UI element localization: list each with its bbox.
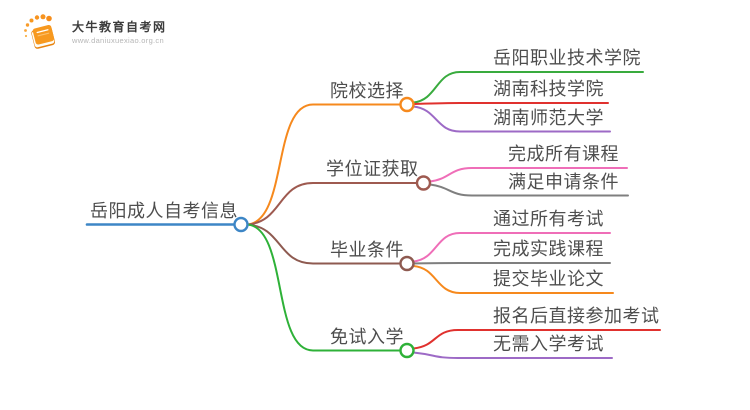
branch-label-1: 院校选择 [330, 81, 404, 101]
leaf-label-3-2: 完成实践课程 [493, 239, 604, 259]
connector-branch-1 [246, 103, 402, 226]
branch-4-node-circle [399, 342, 415, 359]
branch-3-node-circle [399, 255, 415, 272]
connector-leaf-3-2 [412, 262, 611, 265]
connector-branch-4 [246, 223, 402, 352]
connector-leaf-2-1 [429, 167, 628, 183]
connector-leaf-4-1 [412, 329, 661, 350]
connector-branch-2 [246, 182, 418, 226]
branch-1-node-circle [399, 96, 415, 113]
connector-leaf-4-2 [412, 351, 613, 359]
branch-label-4: 免试入学 [330, 327, 404, 347]
leaf-label-2-2: 满足申请条件 [508, 172, 619, 192]
root-node-circle [233, 216, 249, 233]
logo-url: www.daniuxuexiao.org.cn [72, 36, 164, 45]
root-node-label: 岳阳成人自考信息 [90, 201, 238, 221]
leaf-label-4-2: 无需入学考试 [493, 334, 604, 354]
logo-title: 大牛教育自考网 [72, 20, 167, 34]
connector-leaf-2-2 [429, 183, 629, 197]
site-logo: 大牛教育自考网 www.daniuxuexiao.org.cn [22, 13, 167, 53]
connector-leaf-1-1 [412, 71, 644, 104]
branch-label-2: 学位证获取 [326, 159, 419, 179]
branch-2-node-circle [415, 175, 432, 191]
leaf-label-1-2: 湖南科技学院 [493, 79, 604, 99]
connector-branch-3 [246, 223, 402, 265]
leaf-label-3-1: 通过所有考试 [493, 209, 604, 229]
leaf-label-4-1: 报名后直接参加考试 [493, 306, 660, 326]
connector-leaf-3-3 [412, 265, 614, 294]
leaf-label-1-1: 岳阳职业技术学院 [493, 48, 641, 68]
logo-text: 大牛教育自考网 www.daniuxuexiao.org.cn [72, 20, 167, 46]
leaf-label-2-1: 完成所有课程 [508, 144, 619, 164]
leaf-label-3-3: 提交毕业论文 [493, 269, 604, 289]
branch-label-3: 毕业条件 [330, 240, 404, 260]
connector-leaf-1-2 [412, 102, 609, 105]
connector-leaf-1-3 [412, 105, 611, 133]
book-with-sparkles-icon [24, 14, 56, 49]
leaf-label-1-3: 湖南师范大学 [493, 108, 604, 128]
connector-leaf-3-1 [412, 232, 611, 263]
